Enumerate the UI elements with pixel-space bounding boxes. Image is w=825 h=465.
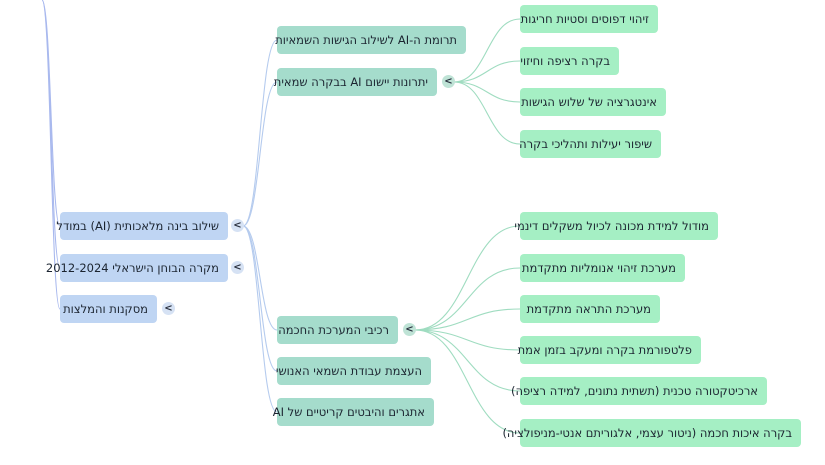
node-empower-appraiser[interactable]: העצמת עבודת השמאי האנושי (276, 357, 431, 385)
node-ai-contribution[interactable]: תרומת ה-AI לשילוב הגישות השמאיות (275, 26, 466, 54)
branch-connector-line (242, 39, 278, 227)
node-pattern-detection[interactable]: זיהוי דפוסים וסטיות חריגות (520, 5, 658, 33)
node-smart-system-components[interactable]: רכיבי המערכת החכמה (277, 316, 398, 344)
leaf-connector-line (414, 267, 521, 331)
root-connector-line (41, 0, 61, 310)
node-approaches-integration[interactable]: אינטגרציה של שלוש הגישות (520, 88, 666, 116)
leaf-connector-line (453, 81, 521, 145)
node-conclusions[interactable]: מסקנות והמלצות (60, 295, 157, 323)
node-israeli-case-study[interactable]: מקרה הבוחן הישראלי 2012-2024 (46, 254, 228, 282)
node-realtime-platform[interactable]: פלטפורמת בקרה ומעקב בזמן אמת (518, 336, 701, 364)
leaf-connector-line (414, 329, 521, 351)
collapse-toggle-icon[interactable]: < (403, 323, 416, 336)
node-ai-integration[interactable]: שילוב בינה מלאכותית (AI) במודל (56, 212, 228, 240)
collapse-toggle-icon[interactable]: < (231, 219, 244, 232)
leaf-connector-line (453, 60, 521, 83)
node-ai-challenges[interactable]: אתגרים והיבטים קריטיים של AI (273, 398, 434, 426)
leaf-connector-line (414, 308, 521, 331)
branch-connector-line (242, 225, 278, 372)
node-ml-module[interactable]: מודול למידת מכונה לכיול משקלים דינמי (514, 212, 718, 240)
leaf-connector-line (414, 329, 521, 392)
branch-connector-line (242, 81, 278, 227)
leaf-connector-line (453, 81, 521, 103)
node-ai-benefits[interactable]: יתרונות יישום AI בבקרה שמאית (274, 68, 437, 96)
collapse-toggle-icon[interactable]: < (442, 75, 455, 88)
node-anomaly-detection[interactable]: מערכת זיהוי אנומליות מתקדמת (520, 254, 685, 282)
node-alert-system[interactable]: מערכת התראה מתקדמת (520, 295, 660, 323)
expand-toggle-icon[interactable]: < (231, 261, 244, 274)
leaf-connector-line (453, 18, 521, 83)
node-efficiency-improvement[interactable]: שיפור יעילות ותהליכי בקרה (519, 130, 661, 158)
branch-connector-line (242, 225, 278, 413)
root-connector-line (41, 0, 61, 227)
node-continuous-monitoring[interactable]: בקרה רציפה וחיזוי (520, 47, 619, 75)
leaf-connector-line (414, 329, 521, 434)
node-tech-architecture[interactable]: ארכיטקטורה טכנית (תשתית נתונים, למידה רצ… (511, 377, 767, 405)
node-smart-quality-control[interactable]: בקרה איכות חכמה (ניטור עצמי, אלגוריתם אנ… (502, 419, 801, 447)
expand-toggle-icon[interactable]: < (162, 302, 175, 315)
leaf-connector-line (414, 225, 521, 331)
